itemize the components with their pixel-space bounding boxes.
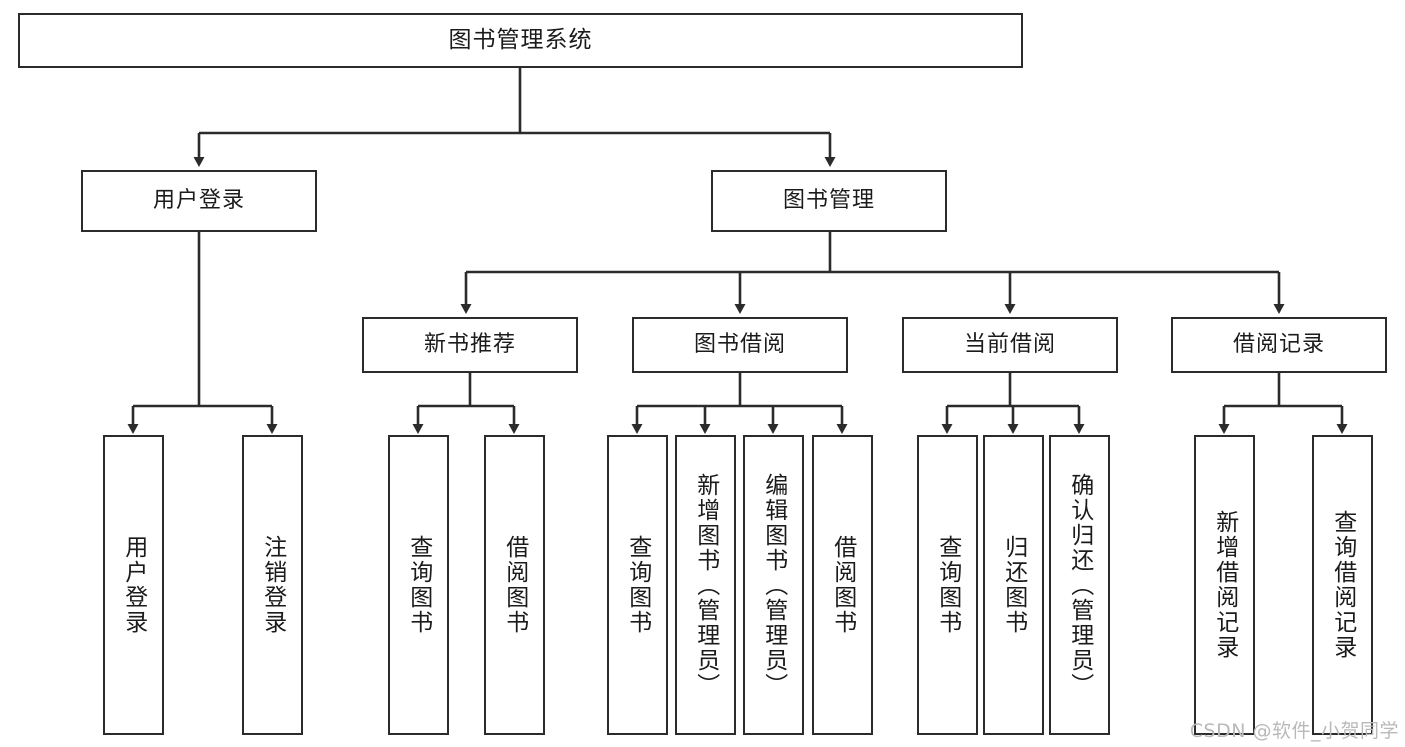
node-label: 新增图书（管理员） [692,472,719,698]
node-leaf-return-book[interactable]: 归还图书 [983,435,1044,735]
node-label: 借阅记录 [1232,331,1325,357]
node-leaf-edit-book[interactable]: 编辑图书（管理员） [743,435,804,735]
node-leaf-query-book-3[interactable]: 查询图书 [917,435,978,735]
node-current-borrow[interactable]: 当前借阅 [902,317,1118,373]
node-label: 图书管理 [782,187,875,213]
node-label: 查询图书 [405,535,432,635]
node-leaf-query-book-2[interactable]: 查询图书 [607,435,668,735]
node-book-manage[interactable]: 图书管理 [711,170,947,232]
node-book-borrow[interactable]: 图书借阅 [632,317,848,373]
node-leaf-query-record[interactable]: 查询借阅记录 [1312,435,1373,735]
node-leaf-borrow-book-2[interactable]: 借阅图书 [812,435,873,735]
node-label: 新增借阅记录 [1211,510,1238,660]
node-label: 新书推荐 [423,331,516,357]
node-leaf-user-login[interactable]: 用户登录 [103,435,164,735]
csdn-watermark: CSDN @软件_小贺同学 [1189,720,1399,742]
node-leaf-confirm-return[interactable]: 确认归还（管理员） [1049,435,1110,735]
node-label: 当前借阅 [963,331,1056,357]
node-label: 借阅图书 [501,535,528,635]
node-leaf-logout[interactable]: 注销登录 [242,435,303,735]
node-label: 确认归还（管理员） [1066,472,1093,698]
node-leaf-add-record[interactable]: 新增借阅记录 [1194,435,1255,735]
node-label: 注销登录 [259,535,286,635]
node-borrow-record[interactable]: 借阅记录 [1171,317,1387,373]
node-label: 图书借阅 [693,331,786,357]
node-label: 编辑图书（管理员） [760,472,787,698]
node-label: 查询借阅记录 [1329,510,1356,660]
node-label: 图书管理系统 [448,26,593,53]
node-label: 借阅图书 [829,535,856,635]
node-user-login[interactable]: 用户登录 [81,170,317,232]
node-root-system[interactable]: 图书管理系统 [18,13,1023,68]
node-leaf-query-book-1[interactable]: 查询图书 [388,435,449,735]
node-label: 查询图书 [624,535,651,635]
node-label: 查询图书 [934,535,961,635]
node-leaf-add-book[interactable]: 新增图书（管理员） [675,435,736,735]
node-leaf-borrow-book-1[interactable]: 借阅图书 [484,435,545,735]
node-label: 归还图书 [1000,535,1027,635]
node-label: 用户登录 [120,535,147,635]
node-new-book-rec[interactable]: 新书推荐 [362,317,578,373]
node-label: 用户登录 [152,187,245,213]
